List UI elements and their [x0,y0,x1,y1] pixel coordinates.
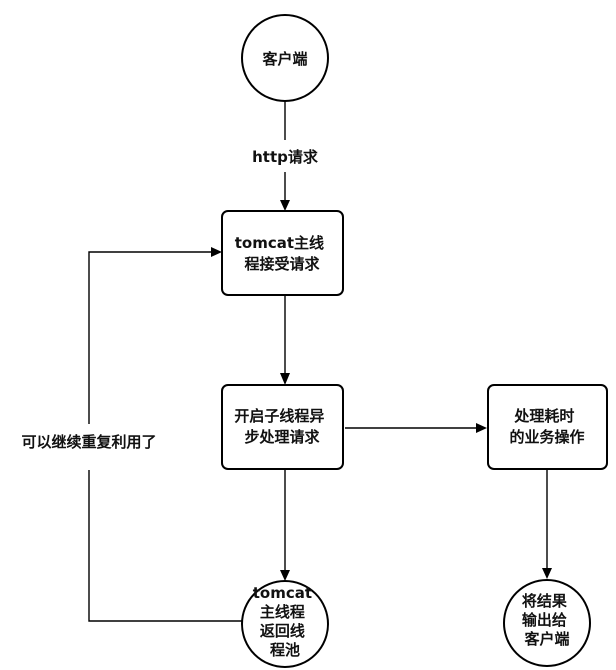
async-line-1: 开启子线程异 [234,407,324,425]
client-label-line-1: 客户端 [261,50,307,68]
slow-op-box [487,384,608,470]
edge-pool-loop-upper [88,251,212,424]
node-tomcat-receive: tomcat主线 程接受请求 [221,210,344,296]
output-line-2: 输出给 [522,611,567,629]
node-return-pool: tomcat 主线程 返回线 程池 [241,580,329,668]
tomcat-receive-line-2: 程接受请求 [244,255,320,273]
edge-pool-loop-lower [88,470,243,622]
output-circle [503,579,591,667]
tomcat-receive-box [221,210,344,296]
node-slow-op: 处理耗时 的业务操作 [487,384,608,470]
arrowhead-pool-to-tomcat [211,247,222,257]
svg-text:tomcat主线 程接受请求: tomcat主线 程接受请求 [235,234,330,273]
return-pool-line-2: 主线程 [260,603,305,621]
arrowhead-client-to-tomcat [280,200,290,211]
svg-text:tomcat 主线程 返回线: tomcat 主线程 返回线 程池 [253,584,318,659]
svg-text:处理耗时 的业务操作: 处理耗时 的业务操作 [509,407,584,446]
svg-text:开启子线程异 步处理请求: 开启子线程异 步处理请求 [234,407,329,446]
connectors [88,101,552,622]
tomcat-receive-line-1: tomcat主线 [235,234,324,252]
return-pool-circle [241,580,329,668]
output-line-3: 客户端 [523,630,569,648]
node-output: 将结果 输出给 客户端 [503,579,591,667]
arrowhead-async-to-pool [280,570,290,581]
output-line-1: 将结果 [522,592,568,610]
svg-text:将结果 输出给 客户端: 将结果 输出给 客户端 [522,592,572,648]
return-pool-line-1: tomcat [253,584,312,602]
client-circle [241,14,329,102]
arrowhead-slowop-to-output [542,568,552,579]
label-reuse: 可以继续重复利用了 [21,433,156,451]
node-client: 客户端 [241,14,329,102]
label-http-request: http请求 [252,148,319,166]
return-pool-line-3: 返回线 [260,622,305,640]
async-box [221,384,344,470]
slow-op-line-1: 处理耗时 [513,407,574,425]
node-async: 开启子线程异 步处理请求 [221,384,344,470]
async-line-2: 步处理请求 [244,428,320,446]
arrowhead-tomcat-to-async [280,373,290,385]
slow-op-line-2: 的业务操作 [509,428,584,446]
arrowhead-async-to-slowop [476,423,487,433]
svg-text:客户端: 客户端 [261,50,307,68]
return-pool-line-4: 程池 [270,641,300,659]
